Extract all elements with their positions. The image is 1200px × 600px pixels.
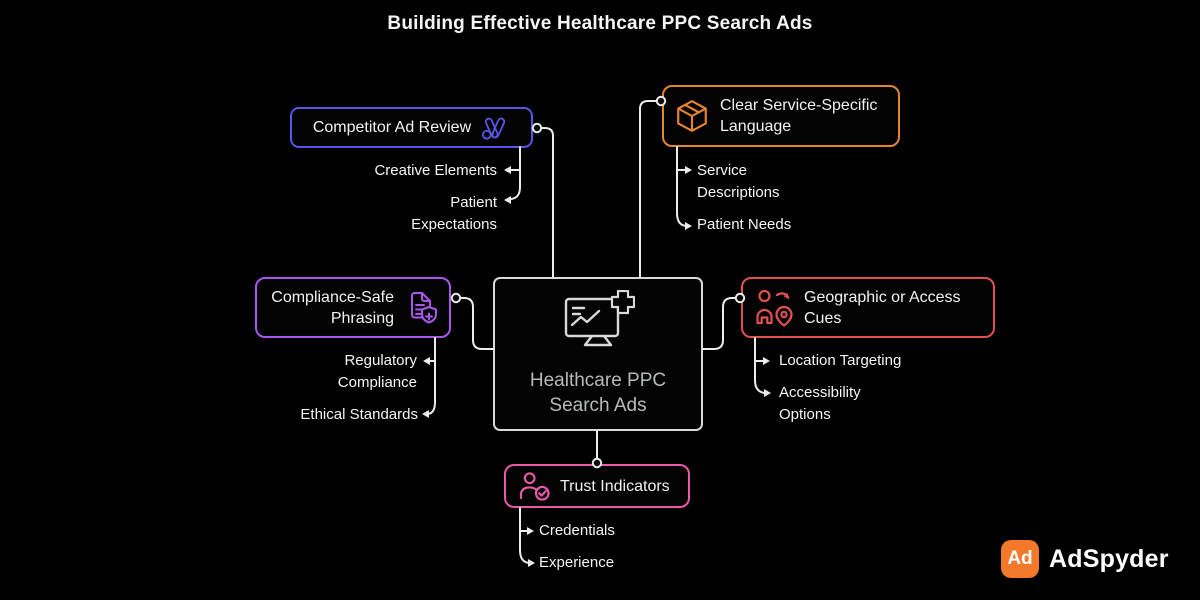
sub-item-service-descriptions: Service Descriptions — [697, 162, 780, 201]
sub-item-credentials: Credentials — [539, 522, 615, 539]
person-check-icon — [519, 472, 550, 501]
person-location-pin-icon — [756, 289, 793, 327]
branch-clearservice-children — [676, 146, 687, 227]
connector-competitor-to-center — [536, 127, 554, 278]
monitor-medical-ad-icon — [564, 290, 635, 347]
branch-geographic-children — [754, 337, 766, 394]
adspyder-logo: Ad AdSpyder — [1001, 540, 1169, 578]
connector-clearservice-to-center — [639, 100, 662, 278]
node-label: Compliance-Safe Phrasing — [271, 288, 394, 327]
sub-item-accessibility-options: Accessibility Options — [779, 384, 861, 423]
google-ads-icon — [482, 117, 506, 140]
connector-geographic-to-center — [702, 297, 741, 350]
node-label: Trust Indicators — [560, 477, 670, 495]
node-label: Geographic or Access Cues — [804, 288, 961, 327]
sub-item-patient-needs: Patient Needs — [697, 216, 792, 233]
node-clear-service-language: Clear Service-Specific Language — [662, 85, 900, 147]
node-geographic-access-cues: Geographic or Access Cues — [741, 277, 995, 338]
node-competitor-ad-review: Competitor Ad Review — [290, 107, 533, 148]
adspyder-logo-name: AdSpyder — [1049, 544, 1169, 573]
branch-competitor-children — [510, 146, 521, 200]
connector-compliance-to-center — [455, 297, 494, 350]
sub-item-experience: Experience — [539, 554, 615, 571]
node-trust-indicators: Trust Indicators — [504, 464, 690, 508]
adspyder-logo-mark: Ad — [1001, 540, 1039, 578]
package-cube-icon — [677, 100, 707, 132]
sub-item-location-targeting: Location Targeting — [779, 352, 902, 369]
page-title: Building Effective Healthcare PPC Search… — [387, 13, 813, 34]
node-compliance-safe-phrasing: Compliance-Safe Phrasing — [255, 277, 451, 338]
sub-item-ethical-standards: Ethical Standards — [300, 406, 418, 423]
sub-item-patient-expectations: Patient Expectations — [411, 194, 497, 233]
document-shield-plus-icon — [411, 292, 437, 324]
sub-item-regulatory-compliance: Regulatory Compliance — [337, 352, 417, 391]
branch-trust-children — [519, 507, 530, 564]
node-label: Competitor Ad Review — [312, 119, 472, 136]
center-node-healthcare-ppc: Healthcare PPC Search Ads — [493, 277, 703, 431]
node-label: Clear Service-Specific Language — [720, 97, 878, 135]
branch-compliance-children — [427, 337, 436, 415]
center-node-label: Healthcare PPC Search Ads — [529, 370, 667, 416]
sub-item-creative-elements: Creative Elements — [374, 162, 497, 179]
